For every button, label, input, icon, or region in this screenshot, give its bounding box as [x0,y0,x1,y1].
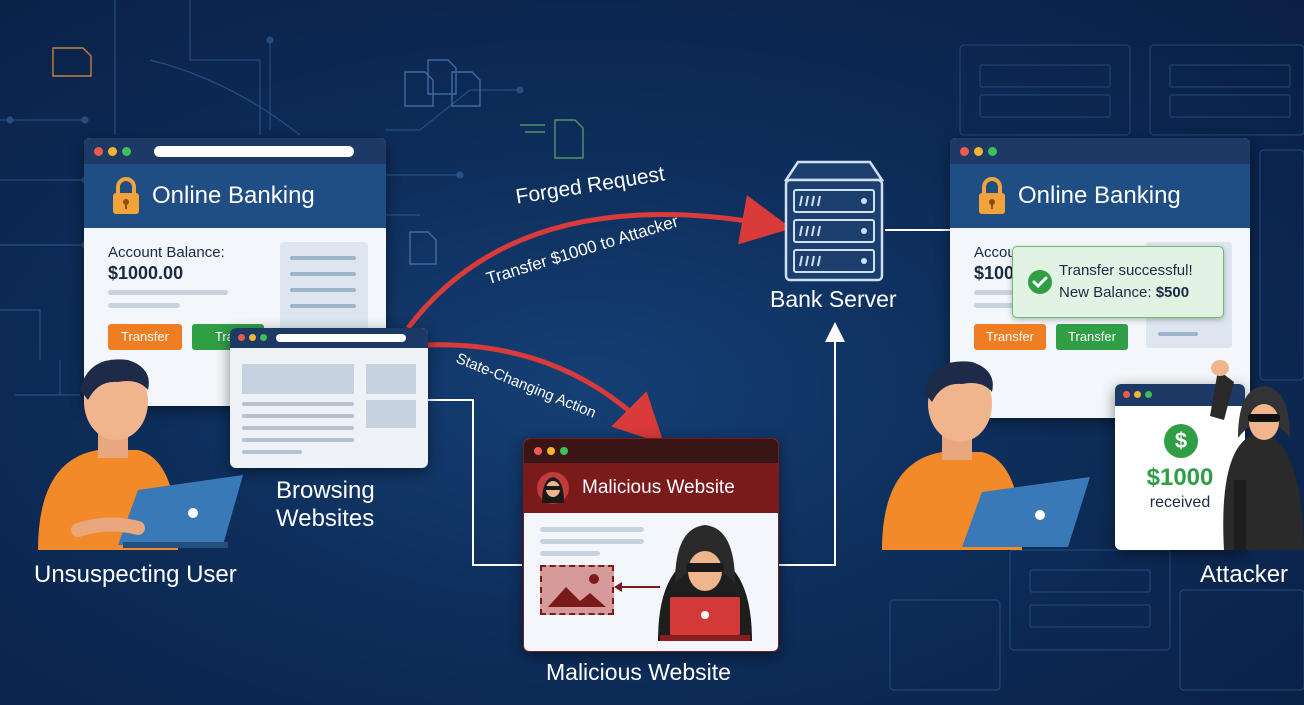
balance-label: Accou [974,244,1016,261]
check-icon [1028,270,1052,294]
close-dot[interactable] [1123,391,1130,398]
browsing-to-malicious-line [428,399,522,566]
content-block [366,364,416,394]
close-dot[interactable] [94,147,103,156]
browsing-label-line1: Browsing [276,477,375,504]
close-dot[interactable] [534,447,542,455]
server-icon [784,160,884,282]
close-dot[interactable] [238,334,245,341]
hacker-with-laptop-icon [658,525,752,641]
browsing-label-line2: Websites [276,505,375,532]
placeholder-line [108,303,180,308]
bank-title: Online Banking [152,182,315,209]
maximize-dot[interactable] [122,147,131,156]
window-titlebar [524,439,778,463]
padlock-icon [979,177,1005,214]
minimize-dot[interactable] [547,447,555,455]
address-bar[interactable] [154,146,354,157]
toast-line2-prefix: New Balance: [1059,284,1156,301]
bank-title: Online Banking [1018,182,1181,209]
window-titlebar [950,138,1250,164]
transfer-button-secondary[interactable]: Transfer [1056,324,1128,350]
padlock-icon [113,177,139,214]
toast-new-balance: $500 [1155,284,1190,301]
received-text: received [1149,494,1211,511]
image-icon [548,574,606,607]
malicious-header: Malicious Website [524,463,778,513]
content-block [366,400,416,428]
transfer-button[interactable]: Transfer [108,324,182,350]
attacker-label: Attacker [1200,561,1289,588]
maximize-dot[interactable] [988,147,997,156]
received-amount: $1000 [1146,464,1214,491]
dollar-icon: $ [1164,424,1198,458]
browsing-websites-window [230,328,428,468]
attacker-hacker-icon [1210,360,1304,550]
window-titlebar [84,138,386,164]
hidden-image-frame[interactable] [540,565,614,615]
malicious-website-window: Malicious Website [523,438,779,652]
user-person-icon [38,359,243,550]
content-block [242,364,354,394]
close-dot[interactable] [960,147,969,156]
user-label: Unsuspecting User [34,561,237,588]
statement-panel [280,242,368,330]
transfer-button[interactable]: Transfer [974,324,1046,350]
toast-line1: Transfer successful! [1059,262,1193,279]
maximize-dot[interactable] [1145,391,1152,398]
minimize-dot[interactable] [108,147,117,156]
minimize-dot[interactable] [1134,391,1141,398]
malicious-to-server-line [778,322,845,566]
forged-request-arrow [406,195,792,330]
balance-label: Account Balance: [108,244,225,261]
maximize-dot[interactable] [260,334,267,341]
user-person-icon [882,361,1090,550]
transfer-success-toast: Transfer successful! New Balance: $500 [1012,246,1224,318]
balance-value: $1000.00 [108,263,184,283]
window-titlebar [230,328,428,348]
address-bar[interactable] [276,334,406,342]
balance-value: $100 [974,263,1015,283]
minimize-dot[interactable] [249,334,256,341]
bank-header: Online Banking [84,164,386,228]
state-changing-arrow [424,342,665,445]
malicious-title: Malicious Website [582,477,735,498]
hacker-icon [537,472,569,504]
maximize-dot[interactable] [560,447,568,455]
bank-header: Online Banking [950,164,1250,228]
placeholder-line [108,290,228,295]
minimize-dot[interactable] [974,147,983,156]
window-titlebar [1115,384,1245,406]
toast-line2: New Balance: $500 [1059,284,1189,301]
malicious-label: Malicious Website [546,659,731,685]
arrow-left-icon [614,582,660,592]
bank-server-label: Bank Server [770,286,897,312]
